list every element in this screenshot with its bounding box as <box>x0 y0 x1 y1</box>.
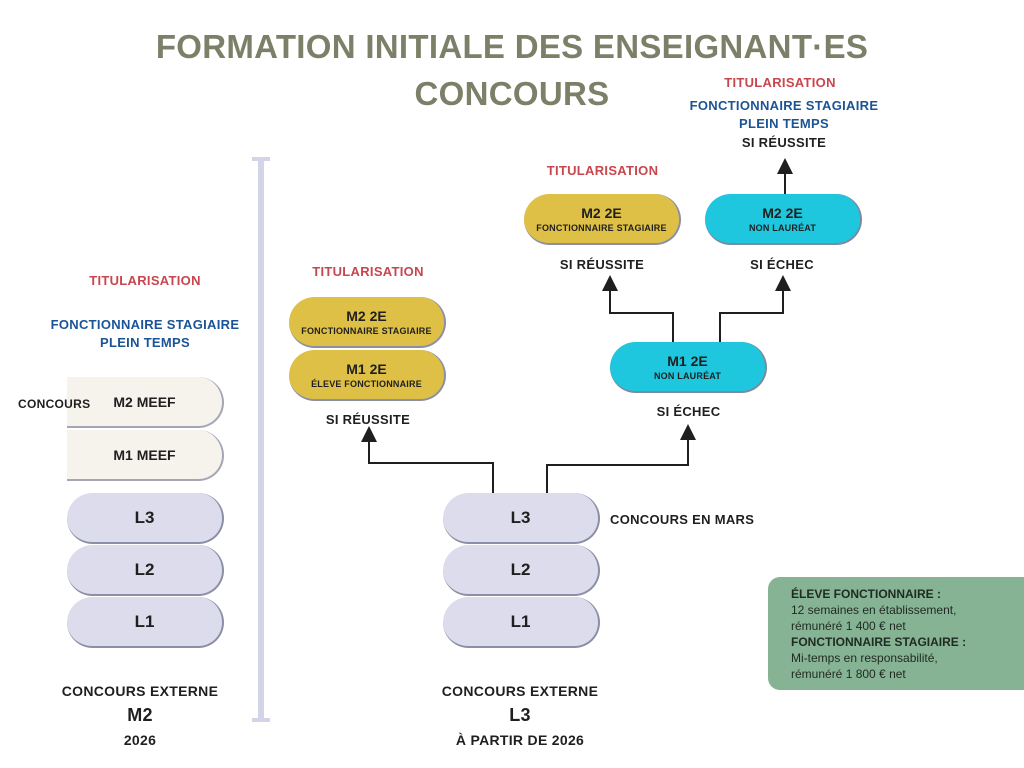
success-m1-2e-sub: ÉLEVE FONCTIONNAIRE <box>311 378 422 389</box>
success-condition: SI RÉUSSITE <box>325 412 411 427</box>
success-m1-2e: M1 2E ÉLEVE FONCTIONNAIRE <box>289 350 446 401</box>
left-caption-line2: M2 <box>127 705 153 725</box>
vertical-divider <box>258 158 264 720</box>
left-l1: L1 <box>67 597 224 648</box>
top-titularisation: TITULARISATION <box>724 75 836 90</box>
success-m2-2e-sub: FONCTIONNAIRE STAGIAIRE <box>301 325 432 336</box>
failure-success-m2-2e-label: M2 2E <box>581 204 622 221</box>
legend-eleve-line1: 12 semaines en établissement, <box>791 603 957 617</box>
left-status-line2: PLEIN TEMPS <box>100 335 190 350</box>
failure-success-titularisation: TITULARISATION <box>546 163 659 178</box>
legend-eleve-line2: rémunéré 1 400 € net <box>791 619 906 633</box>
right-l1-label: L1 <box>510 611 531 631</box>
left-titularisation: TITULARISATION <box>89 273 201 288</box>
failure-success-m2-2e-sub: FONCTIONNAIRE STAGIAIRE <box>536 222 667 233</box>
right-caption-line1: CONCOURS EXTERNE <box>441 683 599 699</box>
right-caption-line2: L3 <box>509 705 531 725</box>
right-l3: L3 <box>443 493 600 544</box>
left-concours-label: CONCOURS <box>18 397 91 411</box>
left-l2: L2 <box>67 545 224 596</box>
failure-failure-condition: SI ÉCHEC <box>750 257 814 272</box>
failure-success-condition: SI RÉUSSITE <box>559 257 645 272</box>
right-l1: L1 <box>443 597 600 648</box>
left-l3: L3 <box>67 493 224 544</box>
success-m1-2e-label: M1 2E <box>346 360 387 377</box>
divider-cap-bottom <box>252 718 270 722</box>
right-l3-label: L3 <box>510 507 531 527</box>
page-title: FORMATION INITIALE DES ENSEIGNANT·ES <box>155 28 869 65</box>
left-m1-meef-label: M1 MEEF <box>113 446 176 463</box>
arrow-m1-to-failure <box>719 275 791 342</box>
page-subtitle: CONCOURS <box>414 75 610 112</box>
legend-eleve-heading: ÉLEVE FONCTIONNAIRE : <box>791 587 942 601</box>
failure-success-m2-2e: M2 2E FONCTIONNAIRE STAGIAIRE <box>524 194 681 245</box>
top-status-line2: PLEIN TEMPS <box>739 116 829 131</box>
arrow-l3-to-failure <box>546 424 696 494</box>
top-status-line1: FONCTIONNAIRE STAGIAIRE <box>689 98 879 113</box>
right-l2: L2 <box>443 545 600 596</box>
left-m2-meef: M2 MEEF <box>67 377 224 428</box>
left-status-line1: FONCTIONNAIRE STAGIAIRE <box>50 317 240 332</box>
failure-m1-2e-sub: NON LAURÉAT <box>653 370 722 381</box>
right-caption-line3: À PARTIR DE 2026 <box>455 732 585 748</box>
failure-failure-m2-2e-label: M2 2E <box>762 204 803 221</box>
concours-en-mars: CONCOURS EN MARS <box>610 512 755 527</box>
left-caption-line1: CONCOURS EXTERNE <box>61 683 219 699</box>
arrow-l3-to-success <box>361 426 494 494</box>
failure-failure-m2-2e-sub: NON LAURÉAT <box>748 222 817 233</box>
success-titularisation: TITULARISATION <box>312 264 424 279</box>
arrow-m1-to-success <box>602 275 674 342</box>
divider-cap-top <box>252 157 270 161</box>
success-m2-2e: M2 2E FONCTIONNAIRE STAGIAIRE <box>289 297 446 348</box>
left-m2-meef-label: M2 MEEF <box>113 393 176 410</box>
failure-m1-2e-label: M1 2E <box>667 352 708 369</box>
failure-condition: SI ÉCHEC <box>656 404 721 419</box>
top-condition: SI RÉUSSITE <box>741 135 827 150</box>
failure-m1-2e: M1 2E NON LAURÉAT <box>610 342 767 393</box>
legend-stagiaire-line2: rémunéré 1 800 € net <box>791 667 906 681</box>
legend-stagiaire-heading: FONCTIONNAIRE STAGIAIRE : <box>791 635 967 649</box>
left-l2-label: L2 <box>134 559 155 579</box>
left-l1-label: L1 <box>134 611 155 631</box>
left-caption-line3: 2026 <box>123 732 157 748</box>
left-l3-label: L3 <box>134 507 155 527</box>
left-m1-meef: M1 MEEF <box>67 430 224 481</box>
failure-failure-m2-2e: M2 2E NON LAURÉAT <box>705 194 862 245</box>
success-m2-2e-label: M2 2E <box>346 307 387 324</box>
right-l2-label: L2 <box>510 559 531 579</box>
legend-box: ÉLEVE FONCTIONNAIRE : 12 semaines en éta… <box>768 577 1024 690</box>
legend-stagiaire-line1: Mi-temps en responsabilité, <box>791 651 938 665</box>
